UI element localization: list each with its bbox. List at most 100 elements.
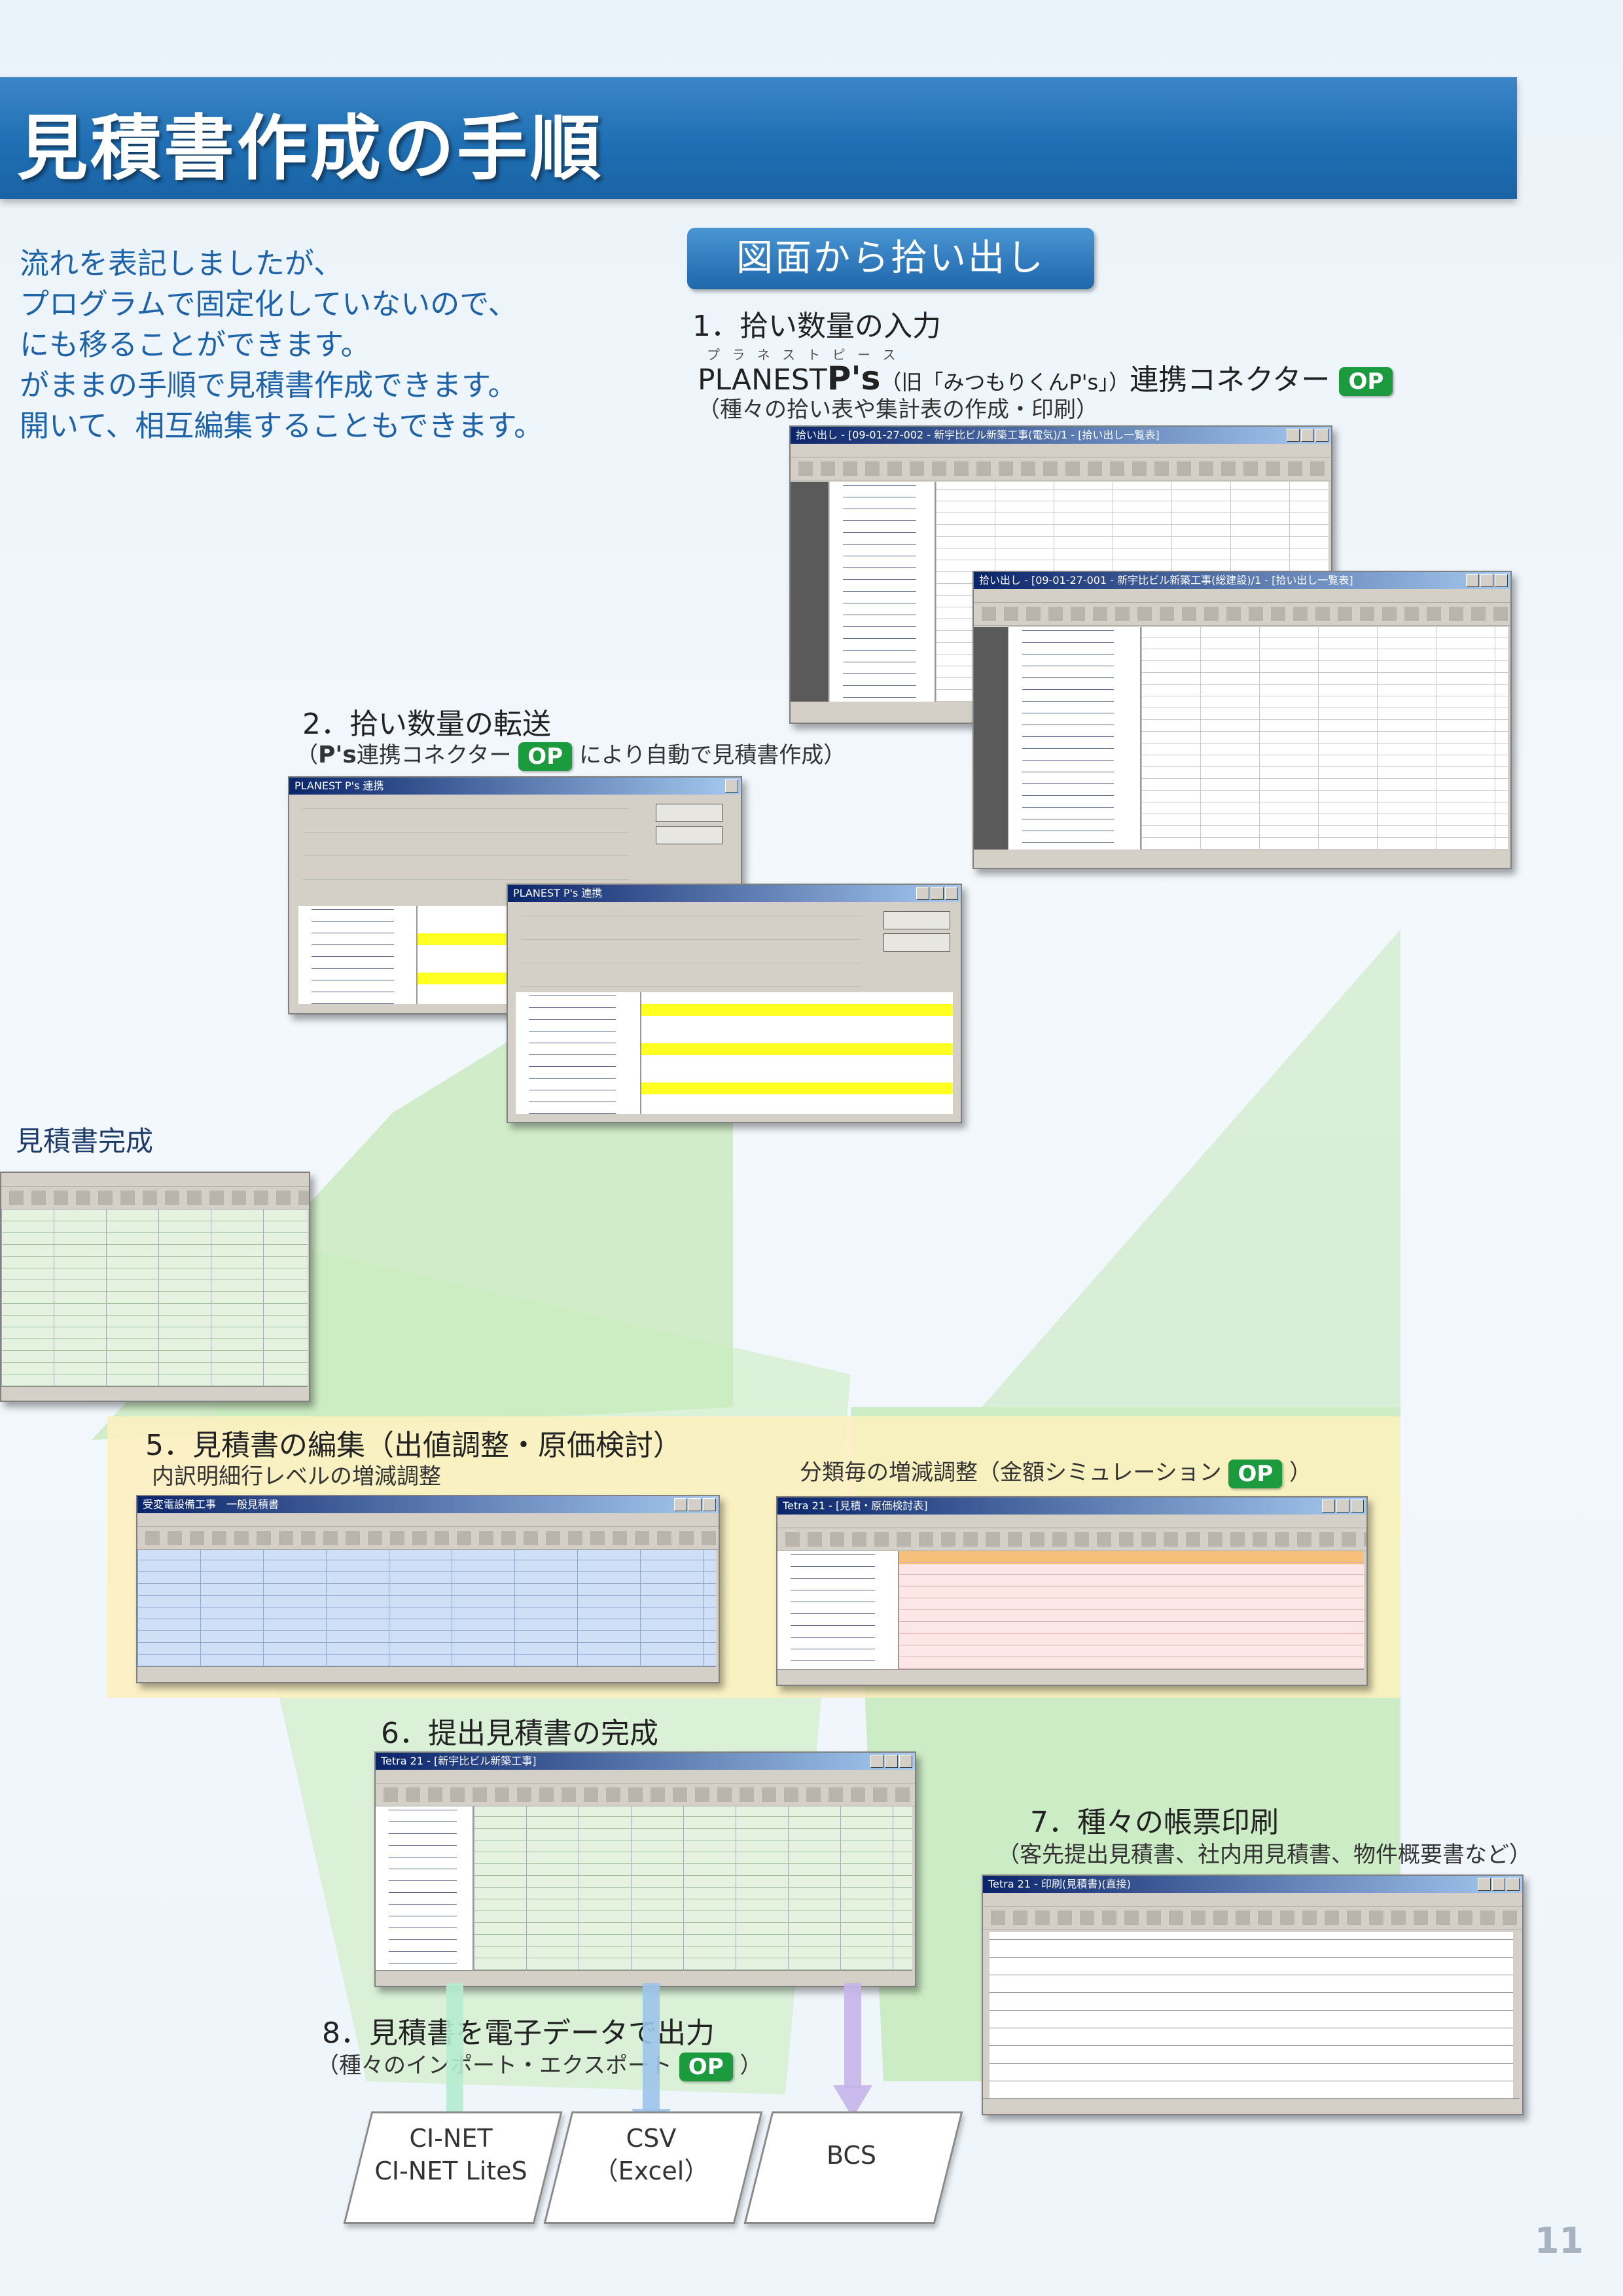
step1-product-line: PLANESTP's（旧「みつもりくんP's」）連携コネクター OP [698,356,1393,398]
toolbar[interactable] [137,1527,719,1550]
tree-panel[interactable] [1009,627,1141,850]
product-suffix: 連携コネクター [1130,363,1330,397]
options-panel[interactable] [302,804,630,895]
window-title-bar: PLANEST P's 連携 [508,885,961,902]
tree-panel[interactable] [298,906,418,1004]
window-controls[interactable] [1285,429,1329,444]
print-preview[interactable] [990,1932,1513,2098]
output-line: BCS [826,2141,877,2170]
side-panel [791,482,829,702]
step1-ruby: プ ラ ネ ス ト ピ ー ス [707,347,900,363]
step5-right-close: ） [1289,1460,1312,1486]
menu-bar[interactable] [137,1513,719,1527]
menu-bar[interactable] [983,1893,1522,1907]
data-grid[interactable] [899,1551,1364,1669]
toolbar[interactable] [983,1907,1522,1929]
window-title-bar: PLANEST P's 連携 [289,778,741,795]
product-prefix: PLANEST [698,363,827,397]
page-number: 11 [1534,2220,1584,2261]
window-title-bar: 拾い出し - [09-01-27-001 - 新宇比ビル新築工事(総建設)/1 … [974,572,1510,589]
intro-text: 流れを表記しましたが、 プログラムで固定化していないので、 にも移ることができま… [20,243,543,446]
product-ps: P's [827,359,881,397]
toolbar[interactable] [376,1784,915,1806]
completed-window [0,1172,310,1402]
menu-bar[interactable] [974,589,1510,603]
step2-ps: P's [318,742,357,768]
cancel-button[interactable] [883,933,950,952]
window-controls[interactable] [1321,1499,1364,1515]
step5-title: 5．見積書の編集（出値調整・原価検討） [145,1429,682,1462]
step5-right-text: 分類毎の増減調整（金額シミュレーション [800,1460,1222,1486]
final-window: Tetra 21 - [新宇比ビル新築工事] [374,1751,916,1987]
toolbar[interactable] [974,603,1510,626]
data-grid[interactable] [1,1210,308,1386]
step5-left-sub: 内訳明細行レベルの増減調整 [152,1463,441,1490]
output-label-bcs: BCS [758,2139,945,2172]
window-title-bar: 受変電設備工事 一般見積書 [137,1496,719,1513]
op-badge: OP [1228,1459,1283,1488]
data-grid[interactable] [1141,627,1508,850]
status-bar [983,2098,1520,2113]
cancel-button[interactable] [656,826,722,844]
window-title: Tetra 21 - [新宇比ビル新築工事] [381,1755,537,1767]
window-controls[interactable] [869,1755,912,1770]
intro-line: プログラムで固定化していないので、 [20,287,518,321]
window-controls[interactable] [673,1498,716,1513]
side-panel [974,627,1008,850]
window-title-bar: Tetra 21 - [見積・原価検討表] [777,1498,1366,1515]
step6-title: 6．提出見積書の完成 [381,1717,658,1750]
completed-label: 見積書完成 [16,1125,154,1157]
step1-note: （種々の拾い表や集計表の作成・印刷） [698,397,1098,423]
tree-panel[interactable] [376,1806,474,1970]
window-title: 拾い出し - [09-01-27-001 - 新宇比ビル新築工事(総建設)/1 … [979,574,1353,586]
op-badge: OP [518,742,573,771]
window-title: 拾い出し - [09-01-27-002 - 新宇比ビル新築工事(電気)/1 -… [796,429,1160,441]
toolbar[interactable] [1,1187,309,1210]
toolbar[interactable] [777,1528,1366,1551]
step2-connector: 連携コネクター [356,742,512,768]
step2-paren: （ [296,742,318,768]
window-controls[interactable] [1465,574,1508,589]
page-title: 見積書作成の手順 [17,108,604,190]
title-banner [0,77,1517,199]
status-bar [1,1386,308,1401]
tree-panel[interactable] [516,992,641,1114]
tree-panel[interactable] [830,482,936,702]
planest-dialog-2: PLANEST P's 連携 [507,884,962,1123]
window-controls[interactable] [915,887,958,902]
status-bar [376,1970,912,1985]
op-badge: OP [679,2052,733,2081]
window-controls[interactable] [1476,1878,1520,1893]
menu-bar[interactable] [376,1770,915,1784]
options-panel[interactable] [521,911,861,1003]
ok-button[interactable] [656,804,722,822]
step8-note-text: （種々のインポート・エクスポート [317,2053,672,2079]
toolbar[interactable] [791,457,1331,480]
intro-line: 開いて、相互編集することもできます。 [20,408,544,443]
menu-bar[interactable] [777,1515,1366,1528]
output-line: CI-NET [409,2124,493,2153]
window-title-bar: Tetra 21 - 印刷(見積書)(直接) [983,1876,1522,1893]
step1-title: 1．拾い数量の入力 [692,310,941,343]
window-title: Tetra 21 - [見積・原価検討表] [783,1499,928,1512]
window-title-bar: 拾い出し - [09-01-27-002 - 新宇比ビル新築工事(電気)/1 -… [791,427,1331,444]
product-note: （旧「みつもりくんP's」） [880,370,1130,395]
output-line: CI-NET LiteS [374,2157,527,2185]
step7-title: 7．種々の帳票印刷 [1030,1806,1279,1839]
ok-button[interactable] [883,911,950,929]
menu-bar[interactable] [1,1173,309,1187]
step8-note-close: ） [740,2053,762,2079]
edit-window-left: 受変電設備工事 一般見積書 [136,1495,720,1683]
tree-panel[interactable] [777,1551,899,1669]
window-title: PLANEST P's 連携 [513,887,603,899]
data-grid[interactable] [474,1806,912,1970]
intro-line: にも移ることができます。 [20,327,370,362]
output-line: CSV [626,2124,677,2153]
output-label-cinet: CI-NET CI-NET LiteS [357,2122,544,2187]
window-title: PLANEST P's 連携 [294,780,384,792]
intro-line: 流れを表記しましたが、 [20,246,344,281]
data-grid[interactable] [137,1550,716,1666]
data-grid[interactable] [641,992,953,1114]
window-controls[interactable] [724,780,738,795]
menu-bar[interactable] [791,444,1331,457]
